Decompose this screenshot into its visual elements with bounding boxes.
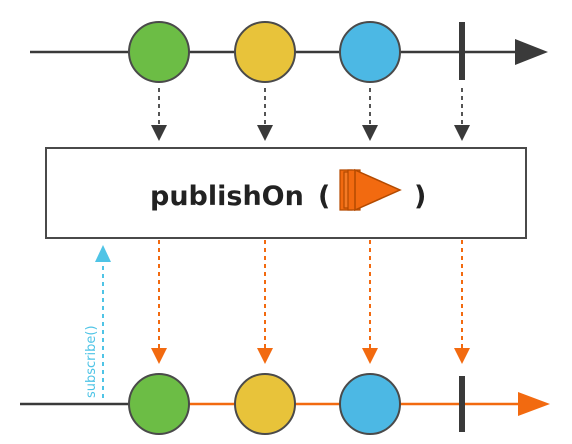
input-to-operator-arrows [151,88,470,141]
output-item-yellow [234,373,296,435]
operator-paren-close: ) [414,181,426,212]
output-item-blue [339,373,401,435]
out-arrowhead-2 [257,348,273,364]
output-item-green [128,373,190,435]
input-timeline-arrowhead [515,39,548,65]
out-arrowhead-4 [454,348,470,364]
subscribe-label: subscribe() [84,325,99,398]
out-arrowhead-3 [362,348,378,364]
operator-box [45,147,527,239]
out-arrowhead-1 [151,348,167,364]
input-item-yellow [234,21,296,83]
arrowhead-2 [257,125,273,141]
input-item-green [128,21,190,83]
arrowhead-1 [151,125,167,141]
subscribe-arrowhead [95,245,111,262]
operator-to-output-arrows [151,240,470,364]
operator-paren-open: ( [318,181,330,212]
triple-play-arrow-icon [339,168,402,212]
input-item-blue [339,21,401,83]
operator-name: publishOn [150,181,304,212]
output-timeline-arrowhead [518,392,550,416]
arrowhead-3 [362,125,378,141]
arrowhead-4 [454,125,470,141]
